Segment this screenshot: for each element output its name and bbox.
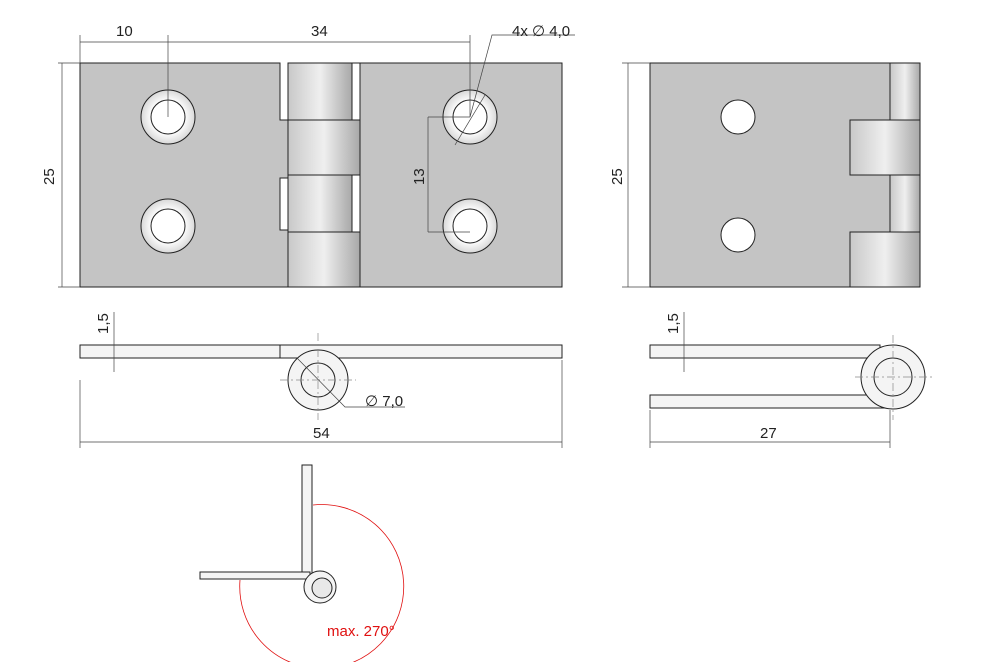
dim-25-right: 25 [609,168,626,185]
dim-10: 10 [116,23,133,40]
right-view: 25 [609,62,921,288]
opening-angle-view: max. 270° [199,464,405,662]
dim-13: 13 [411,168,428,185]
side-view: 1,5 ∅ 7,0 54 [79,312,563,448]
dim-27: 27 [760,425,777,442]
dim-thickness: 1,5 [95,313,112,334]
dim-thickness-right: 1,5 [665,313,682,334]
front-view: 10 34 4x ∅ 4,0 25 13 [41,23,575,288]
max-angle-label: max. 270° [327,623,395,640]
dim-diameter-7: ∅ 7,0 [365,393,403,410]
dim-54: 54 [313,425,330,442]
dim-25: 25 [41,168,58,185]
dim-34: 34 [311,23,328,40]
dim-hole-diameter: 4x ∅ 4,0 [512,23,570,40]
right-side-view: 1,5 27 [649,312,932,448]
